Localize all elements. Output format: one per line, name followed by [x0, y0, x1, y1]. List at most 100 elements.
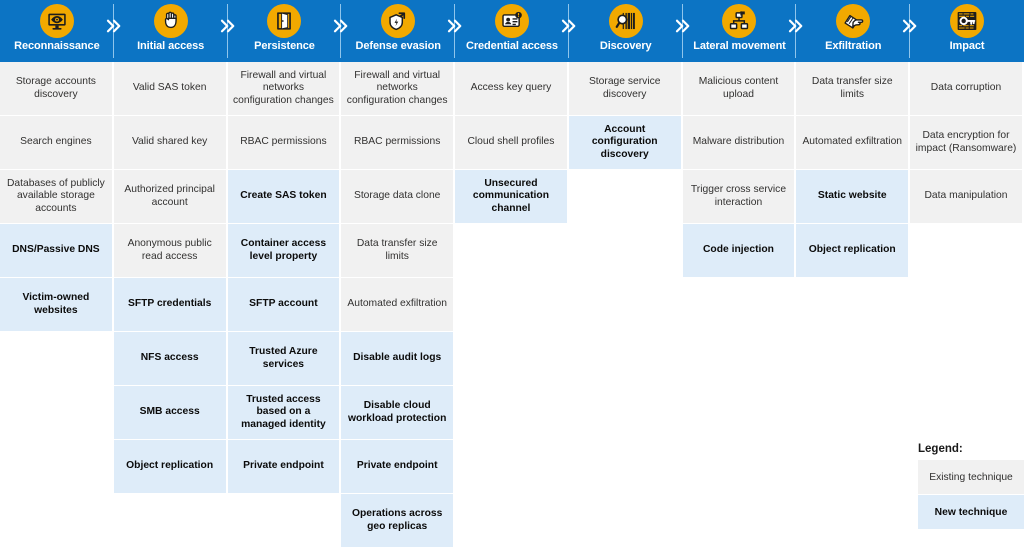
technique-cell[interactable]: Private endpoint [341, 440, 454, 493]
tactic-title: Impact [949, 40, 985, 52]
technique-cell[interactable]: Disable cloud workload protection [341, 386, 454, 439]
technique-cell[interactable]: Data corruption [910, 62, 1022, 115]
empty-cell [569, 494, 681, 547]
tactic-title: Initial access [137, 40, 205, 52]
tactic-header: Reconnaissance [0, 0, 121, 62]
technique-cell[interactable]: Data transfer size limits [796, 62, 909, 115]
empty-cell [455, 332, 567, 385]
empty-cell [683, 278, 795, 331]
technique-cell[interactable]: Firewall and virtual networks configurat… [227, 62, 340, 115]
raised-fist-icon [153, 4, 188, 38]
technique-cell[interactable]: Object replication [113, 440, 226, 493]
monitor-eye-icon [39, 4, 74, 38]
empty-cell [455, 386, 567, 439]
id-card-icon [494, 4, 529, 38]
technique-cell[interactable]: Search engines [0, 116, 112, 169]
tactic-title: Persistence [254, 40, 315, 52]
tactic-header: Initial access [113, 0, 234, 62]
technique-cell[interactable]: RBAC permissions [341, 116, 454, 169]
technique-cell[interactable]: Static website [796, 170, 909, 223]
technique-cell[interactable]: Unsecured communication channel [455, 170, 567, 223]
technique-cell[interactable]: Operations across geo replicas [341, 494, 454, 547]
tactic-title: Credential access [466, 40, 558, 52]
empty-cell [114, 494, 226, 547]
tactic-title: Reconnaissance [14, 40, 100, 52]
technique-cell[interactable]: Code injection [682, 224, 795, 277]
empty-cell [569, 224, 681, 277]
technique-cell[interactable]: Container access level property [227, 224, 340, 277]
empty-cell [683, 386, 795, 439]
tactic-header: Persistence [227, 0, 348, 62]
network-nodes-icon [722, 4, 757, 38]
technique-cell[interactable]: Disable audit logs [341, 332, 454, 385]
technique-cell[interactable]: NFS access [113, 332, 226, 385]
tactic-title: Lateral movement [693, 40, 786, 52]
technique-cell[interactable]: Databases of publicly available storage … [0, 170, 112, 223]
tactic-header: Credential access [455, 0, 576, 62]
technique-cell[interactable]: Trusted access based on a managed identi… [227, 386, 340, 439]
technique-cell[interactable]: DNS/Passive DNS [0, 224, 112, 277]
technique-cell[interactable]: Data transfer size limits [341, 224, 454, 277]
empty-cell [0, 440, 112, 493]
technique-cell[interactable]: Malware distribution [682, 116, 795, 169]
empty-cell [910, 224, 1022, 277]
technique-cell[interactable]: SFTP credentials [113, 278, 226, 331]
technique-cell[interactable]: SMB access [113, 386, 226, 439]
empty-cell [455, 494, 567, 547]
technique-cell[interactable]: Object replication [796, 224, 909, 277]
hand-grab-file-icon [836, 4, 871, 38]
empty-cell [0, 332, 112, 385]
technique-cell[interactable]: Storage service discovery [568, 62, 681, 115]
technique-cell[interactable]: Trigger cross service interaction [682, 170, 795, 223]
empty-cell [0, 386, 112, 439]
legend-item-existing: Existing technique [918, 460, 1024, 494]
technique-cell[interactable]: RBAC permissions [227, 116, 340, 169]
empty-cell [0, 494, 112, 547]
empty-cell [796, 332, 908, 385]
tactic-header: Exfiltration [796, 0, 917, 62]
technique-cell[interactable]: Trusted Azure services [227, 332, 340, 385]
empty-cell [569, 440, 681, 493]
technique-cell[interactable]: Malicious content upload [682, 62, 795, 115]
technique-cell[interactable]: Firewall and virtual networks configurat… [341, 62, 454, 115]
technique-cell[interactable]: Valid SAS token [113, 62, 226, 115]
technique-cell[interactable]: Automated exfiltration [796, 116, 909, 169]
empty-cell [569, 278, 681, 331]
technique-cell[interactable]: Victim-owned websites [0, 278, 112, 331]
technique-cell[interactable]: Storage data clone [341, 170, 454, 223]
technique-cell[interactable]: Cloud shell profiles [455, 116, 567, 169]
empty-cell [455, 440, 567, 493]
technique-cell[interactable]: Storage accounts discovery [0, 62, 112, 115]
tactic-title: Exfiltration [825, 40, 882, 52]
legend: Legend: Existing technique New technique [918, 443, 1024, 530]
legend-item-new: New technique [918, 495, 1024, 529]
empty-cell [455, 278, 567, 331]
empty-cell [796, 440, 908, 493]
technique-cell[interactable]: Access key query [455, 62, 567, 115]
tactic-header: Lateral movement [682, 0, 803, 62]
technique-cell[interactable]: Authorized principal account [113, 170, 226, 223]
tactic-header: Defense evasion [341, 0, 462, 62]
technique-cell[interactable]: SFTP account [227, 278, 340, 331]
empty-cell [455, 224, 567, 277]
technique-cell[interactable]: Data manipulation [910, 170, 1022, 223]
technique-cell[interactable]: Create SAS token [227, 170, 340, 223]
technique-cell[interactable]: Account configuration discovery [568, 116, 681, 169]
tactic-header: Discovery [568, 0, 689, 62]
open-door-icon [267, 4, 302, 38]
technique-cell[interactable]: Anonymous public read access [113, 224, 226, 277]
technique-cell[interactable]: Valid shared key [113, 116, 226, 169]
technique-cell[interactable]: Automated exfiltration [341, 278, 454, 331]
tactic-title: Discovery [599, 40, 652, 52]
technique-cell[interactable]: Private endpoint [227, 440, 340, 493]
technique-cell[interactable]: Data encryption for impact (Ransomware) [910, 116, 1022, 169]
